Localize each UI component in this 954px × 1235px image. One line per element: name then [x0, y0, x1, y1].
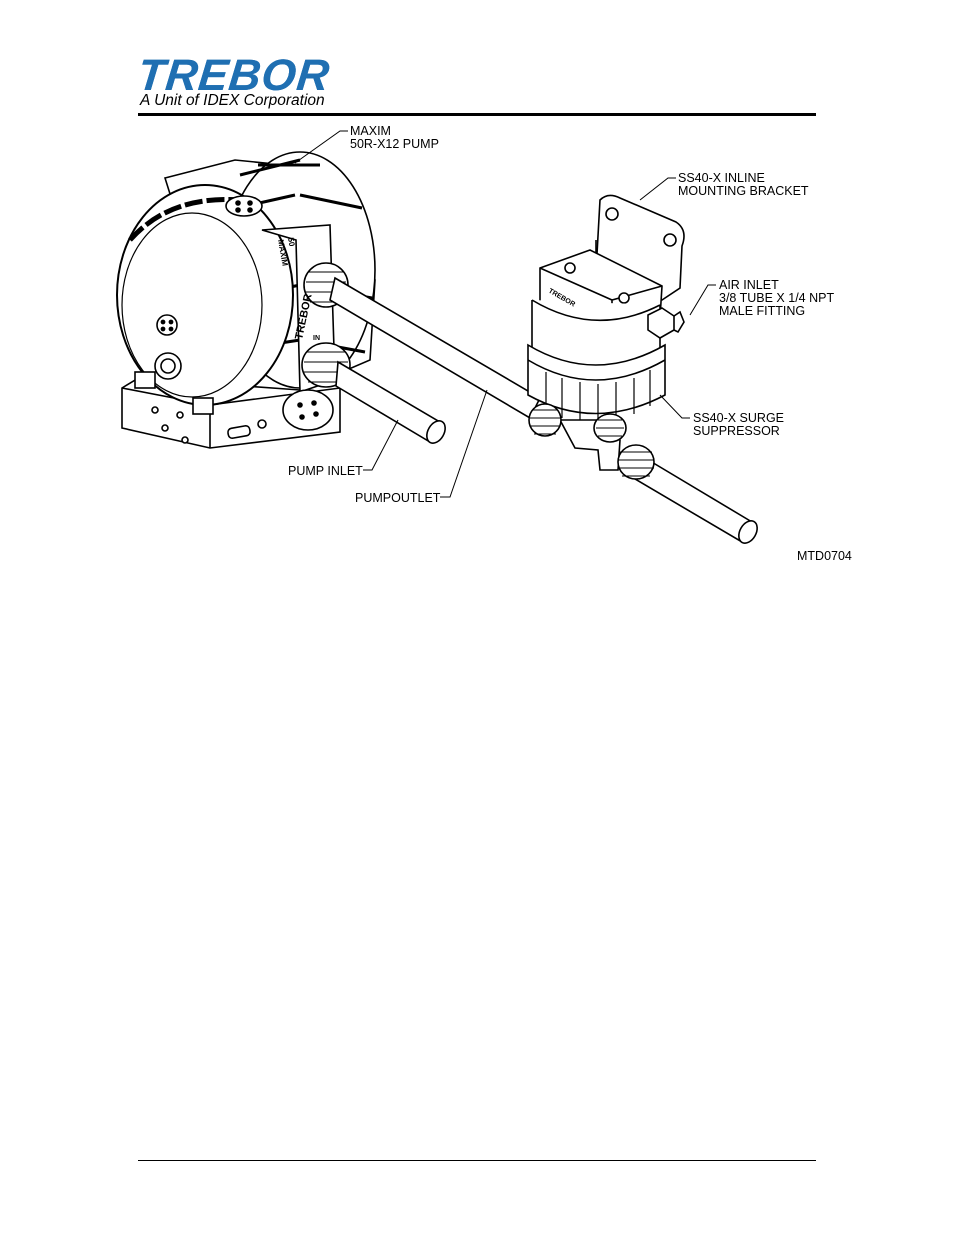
- label-air-line3: MALE FITTING: [719, 304, 805, 318]
- pump-model-num-emboss: 50: [286, 237, 297, 248]
- surge-suppressor: TREBOR: [527, 194, 685, 480]
- label-air-line1: AIR INLET: [719, 278, 779, 292]
- label-surge-line1: SS40-X SURGE: [693, 411, 784, 425]
- logo-subtitle: A Unit of IDEX Corporation: [140, 92, 325, 109]
- label-bracket-line1: SS40-X INLINE: [678, 171, 765, 185]
- inlet-tube: [335, 360, 442, 444]
- label-pump-line1: MAXIM: [350, 124, 391, 138]
- suppressor-inlet-coupling: [528, 403, 562, 437]
- callout-labels: MAXIM 50R-X12 PUMP SS40-X INLINE MOUNTIN…: [288, 124, 834, 505]
- pump-in-emboss: IN: [313, 335, 320, 342]
- label-pump-inlet: PUMP INLET: [288, 464, 363, 478]
- suppressor-collar: [527, 343, 666, 422]
- label-bracket-line2: MOUNTING BRACKET: [678, 184, 809, 198]
- leader-pump: [294, 130, 348, 164]
- leader-inlet: [363, 419, 399, 471]
- trebor-logo: TREBOR A Unit of IDEX Corporation: [135, 51, 338, 112]
- leader-surge: [659, 394, 690, 419]
- label-surge-line2: SUPPRESSOR: [693, 424, 780, 438]
- figure-id: MTD0704: [797, 549, 852, 563]
- leader-outlet: [440, 389, 488, 498]
- tubes: [329, 276, 758, 544]
- suppressor-bottom-coupling: [593, 413, 627, 443]
- leader-bracket: [639, 177, 676, 201]
- label-pump-outlet: PUMPOUTLET: [355, 491, 441, 505]
- suppressor-outlet-coupling: [617, 444, 655, 480]
- footer-rule: [138, 1160, 816, 1161]
- maxim-pump: TREBOR MAXIM 50 IN: [116, 151, 376, 449]
- air-inlet-fitting: [647, 307, 685, 339]
- pump-assembly-diagram: TREBOR MAXIM 50 IN: [116, 124, 834, 544]
- header-rule: [138, 113, 816, 116]
- label-air-line2: 3/8 TUBE X 1/4 NPT: [719, 291, 834, 305]
- leader-air: [689, 284, 716, 316]
- label-pump-line2: 50R-X12 PUMP: [350, 137, 439, 151]
- leader-lines: [294, 130, 716, 498]
